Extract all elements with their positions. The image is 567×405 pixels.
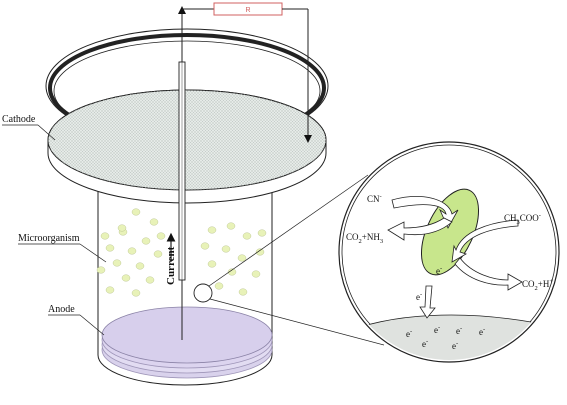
bacterium xyxy=(156,232,166,240)
zoom-view: e- e- e- e- e- e- CN- CH3COO- CO2+NH3 CO… xyxy=(338,141,560,363)
current-label: Current xyxy=(165,246,177,285)
electron: e- xyxy=(406,328,412,339)
bacterium xyxy=(238,288,248,296)
magnifier-link xyxy=(193,174,385,346)
bacterium xyxy=(200,242,210,250)
electron: e- xyxy=(452,340,458,351)
bacterium xyxy=(237,254,247,262)
bacterium xyxy=(145,276,155,284)
bacterium xyxy=(226,222,236,230)
bacterium xyxy=(100,232,110,240)
bacterium xyxy=(105,244,115,252)
co2-h-arrow xyxy=(454,257,523,291)
bacterium xyxy=(121,274,131,282)
surface-electrons: e- e- e- e- e- e- xyxy=(406,324,485,351)
acetate-label: CH3COO- xyxy=(504,212,541,226)
bacterium xyxy=(221,245,231,253)
bacterium xyxy=(96,266,106,274)
svg-text:Anode: Anode xyxy=(48,304,75,315)
bacterium xyxy=(251,270,261,278)
bacterium xyxy=(257,229,267,237)
co2-nh3-label: CO2+NH3 xyxy=(346,232,383,245)
bacterium xyxy=(227,268,237,276)
electron: e- xyxy=(479,326,485,337)
transfer-electron-label: e- xyxy=(416,291,422,302)
bacterium xyxy=(207,260,217,268)
cn-pathway-arrow xyxy=(391,196,459,229)
co2-h-label: CO2+H+ xyxy=(522,278,553,292)
electron: e- xyxy=(422,338,428,349)
svg-text:Microorganism: Microorganism xyxy=(18,233,80,244)
resistor-label: R xyxy=(245,7,250,14)
label-anode: Anode xyxy=(48,304,105,336)
magnifier-source xyxy=(193,283,213,303)
bacterium xyxy=(141,237,151,245)
bacterium xyxy=(131,208,141,216)
acetate-pathway-arrow xyxy=(451,219,519,263)
bacterium xyxy=(255,248,265,256)
current-indicator: Current xyxy=(165,232,177,285)
cell-electron-label: e- xyxy=(436,265,442,276)
co2-nh3-arrow xyxy=(387,217,453,241)
label-cathode: Cathode xyxy=(2,114,56,141)
svg-text:Cathode: Cathode xyxy=(2,114,36,125)
bacterium xyxy=(131,289,141,297)
bacterium xyxy=(242,232,252,240)
external-circuit: R xyxy=(178,2,312,340)
collector-rod xyxy=(178,61,186,281)
bacterium xyxy=(207,226,217,234)
cyanide-label: CN- xyxy=(367,193,382,204)
anode xyxy=(101,306,273,379)
bacterium xyxy=(112,259,122,267)
label-microorganism: Microorganism xyxy=(18,233,107,263)
electron: e- xyxy=(456,325,462,336)
bacterium xyxy=(117,224,127,232)
bacteria-cloud xyxy=(96,208,267,297)
bacterium xyxy=(149,218,159,226)
bacterium xyxy=(127,247,137,255)
bacterium xyxy=(135,262,145,270)
bacterium xyxy=(153,250,163,258)
electron: e- xyxy=(434,324,440,335)
electron-transfer-arrow xyxy=(419,285,436,319)
bacterium xyxy=(214,282,224,290)
bacterium xyxy=(105,286,115,294)
cathode xyxy=(47,89,327,204)
